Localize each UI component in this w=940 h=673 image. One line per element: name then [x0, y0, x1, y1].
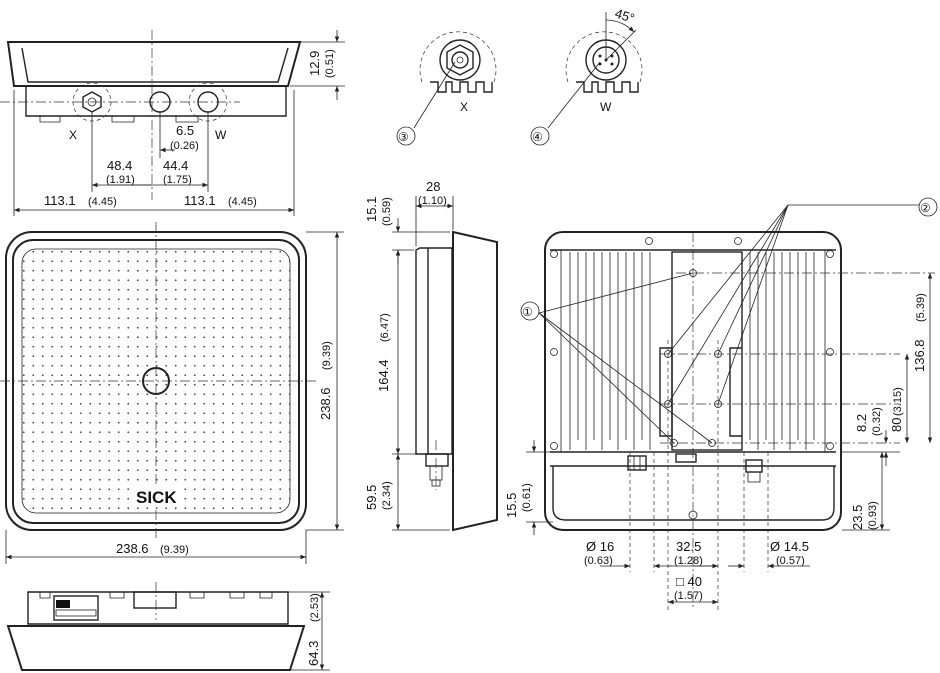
- dim-top-height-in: (0.51): [324, 49, 336, 78]
- label-x-detail: X: [460, 100, 468, 114]
- dim-side-lower-in: (2.34): [381, 481, 393, 510]
- dim-rear-235-in: (0.93): [867, 501, 879, 530]
- label-x-top: X: [69, 128, 77, 142]
- callout-4: ④: [532, 130, 543, 144]
- dim-x-pos-in: (1.91): [106, 174, 135, 186]
- dim-front-height: 238.6: [318, 387, 333, 420]
- dim-half-right: 113.1: [184, 193, 216, 208]
- dim-side-top: 15.1: [364, 197, 379, 222]
- dim-dia-145-in: (0.57): [776, 555, 805, 567]
- dim-side-lower: 59.5: [364, 485, 379, 510]
- dim-bottom-height-in: (2.53): [309, 593, 321, 622]
- side-view: 15.1 (0.59) 28 (1.10) 164.4 (6.47) 59.5 …: [364, 179, 498, 532]
- dim-rear-82: 8.2: [854, 414, 869, 432]
- label-w-detail: W: [600, 100, 612, 114]
- dim-w-pos: 44.4: [163, 158, 188, 173]
- connector-detail-w: 45° W ④: [530, 6, 643, 146]
- heat-sink-fins: [569, 252, 815, 450]
- dim-half-left-in: (4.45): [88, 196, 117, 208]
- dim-side-upper-in: (6.47): [379, 313, 391, 342]
- label-angle: 45°: [613, 6, 636, 26]
- dim-conn-offset-in: (0.26): [170, 140, 199, 152]
- dim-front-width-in: (9.39): [160, 544, 189, 556]
- dim-rear-82-in: (0.32): [871, 407, 883, 436]
- dim-rear-155: 15.5: [504, 493, 519, 518]
- dim-sq-40: □ 40: [676, 574, 702, 589]
- dim-325-in: (1.28): [674, 555, 703, 567]
- dim-325: 32.5: [676, 539, 701, 554]
- rear-screws: [550, 237, 834, 520]
- label-w-top: W: [215, 128, 227, 142]
- sick-logo: SICK: [136, 488, 177, 507]
- dim-x-pos: 48.4: [107, 158, 132, 173]
- dim-rear-155-in: (0.61): [521, 483, 533, 512]
- dim-side-depth: 28: [426, 179, 440, 194]
- dim-bottom-height: 64.3: [306, 641, 321, 666]
- connector-detail-x: X ③: [396, 31, 497, 146]
- front-view: SICK 238.6 (9.39) 238.6 (9.39): [0, 222, 344, 564]
- dim-conn-offset: 6.5: [176, 123, 194, 138]
- dim-rear-1368-in: (5.39): [915, 293, 927, 322]
- dim-top-height: 12.9: [307, 51, 322, 76]
- dim-rear-80-in: (3.15): [892, 387, 904, 416]
- dim-front-width: 238.6: [116, 541, 149, 556]
- dim-dia-16: Ø 16: [586, 539, 614, 554]
- callout-2: ②: [920, 201, 931, 215]
- dim-w-pos-in: (1.75): [163, 174, 192, 186]
- top-view: X W 12.9 (0.51) 6.5 (0.26) 48.4 (1.91) 4…: [0, 30, 345, 216]
- dim-rear-1368: 136.8: [912, 339, 927, 372]
- dim-half-right-in: (4.45): [228, 196, 257, 208]
- dim-rear-235: 23.5: [850, 505, 865, 530]
- dim-dia-16-in: (0.63): [584, 555, 613, 567]
- rear-view: ① ② 136.8 (5.39) 80 (3.15) 8.2 (0.32) 23…: [504, 197, 938, 610]
- dim-sq-40-in: (1.57): [674, 590, 703, 602]
- dim-side-top-in: (0.59): [381, 197, 393, 226]
- bottom-view: 64.3 (2.53): [6, 582, 330, 671]
- dim-side-upper: 164.4: [376, 359, 391, 392]
- dim-side-depth-in: (1.10): [418, 195, 447, 207]
- dim-dia-145: Ø 14.5: [770, 539, 809, 554]
- dim-half-left: 113.1: [44, 193, 76, 208]
- dim-rear-80: 80: [889, 418, 904, 432]
- callout-1: ①: [522, 305, 533, 319]
- dim-front-height-in: (9.39): [321, 341, 333, 370]
- callout-3: ③: [398, 130, 409, 144]
